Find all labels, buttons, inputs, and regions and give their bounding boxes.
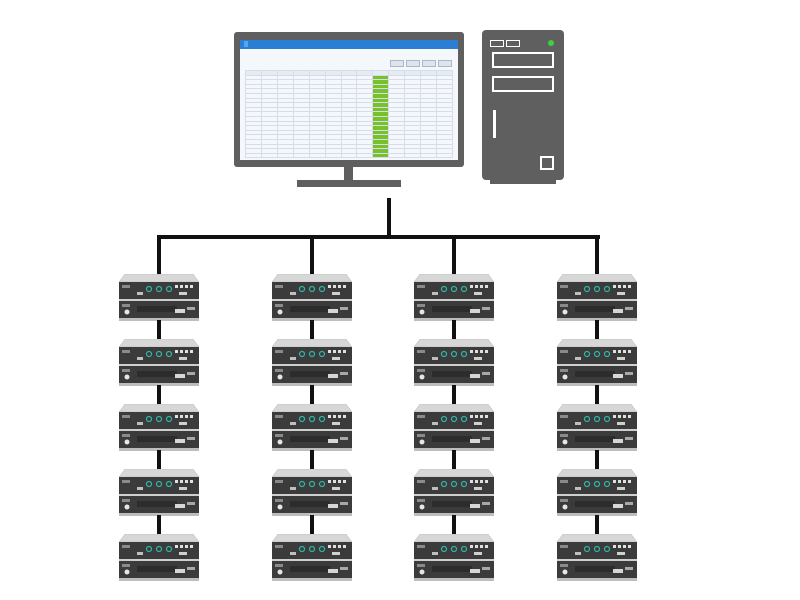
app-tab[interactable] [262, 41, 266, 47]
daisy-chain-wire [310, 450, 314, 471]
pc-tower-icon [482, 30, 564, 180]
daisy-chain-wire [452, 385, 456, 406]
daisy-chain-wire [310, 320, 314, 341]
table-row[interactable] [245, 138, 453, 145]
table-cell [420, 152, 438, 159]
kvm-extender-stack-icon [118, 533, 200, 582]
device-table [245, 70, 453, 159]
column-drop-wire [595, 236, 599, 276]
column-drop-wire [452, 236, 456, 276]
daisy-chain-wire [595, 385, 599, 406]
app-button[interactable] [422, 60, 436, 67]
tower-vent [493, 110, 496, 138]
table-row[interactable] [245, 152, 453, 159]
trunk-wire [387, 198, 391, 238]
daisy-chain-wire [157, 450, 161, 471]
tower-foot [490, 180, 556, 184]
monitor-icon [234, 32, 464, 167]
kvm-extender-stack-icon [556, 273, 638, 322]
table-cell [324, 152, 342, 159]
table-cell [388, 152, 406, 159]
app-button[interactable] [406, 60, 420, 67]
app-tab[interactable] [316, 41, 320, 47]
table-cell [308, 152, 326, 159]
table-row[interactable] [245, 74, 453, 81]
kvm-extender-stack-icon [271, 338, 353, 387]
table-cell [340, 152, 358, 159]
kvm-extender-stack-icon [118, 338, 200, 387]
table-cell [276, 152, 294, 159]
kvm-extender-stack-icon [556, 533, 638, 582]
tower-bay [492, 52, 554, 68]
kvm-extender-stack-icon [413, 338, 495, 387]
kvm-extender-stack-icon [271, 468, 353, 517]
daisy-chain-wire [157, 515, 161, 536]
table-row[interactable] [245, 111, 453, 117]
table-cell [260, 152, 278, 159]
daisy-chain-wire [452, 450, 456, 471]
daisy-chain-wire [595, 320, 599, 341]
tower-bay [492, 76, 554, 92]
table-cell [292, 152, 310, 159]
kvm-extender-stack-icon [413, 533, 495, 582]
daisy-chain-wire [452, 515, 456, 536]
kvm-extender-stack-icon [413, 403, 495, 452]
table-cell [356, 152, 374, 159]
power-led-icon [548, 40, 554, 46]
column-drop-wire [157, 236, 161, 276]
table-cell [372, 152, 390, 159]
app-tab[interactable] [280, 41, 284, 47]
app-tab[interactable] [298, 41, 302, 47]
app-tab[interactable] [244, 41, 248, 47]
bus-wire [157, 235, 600, 239]
daisy-chain-wire [310, 385, 314, 406]
app-button[interactable] [438, 60, 452, 67]
app-button[interactable] [390, 60, 404, 67]
kvm-extender-stack-icon [118, 468, 200, 517]
daisy-chain-wire [157, 385, 161, 406]
app-menu-bar [240, 40, 458, 49]
kvm-extender-stack-icon [413, 273, 495, 322]
monitor-stand [344, 167, 353, 181]
kvm-extender-stack-icon [118, 403, 200, 452]
management-software-screen [240, 40, 458, 160]
kvm-extender-stack-icon [271, 273, 353, 322]
daisy-chain-wire [157, 320, 161, 341]
kvm-extender-stack-icon [556, 403, 638, 452]
table-cell [404, 152, 422, 159]
kvm-extender-stack-icon [118, 273, 200, 322]
daisy-chain-wire [595, 450, 599, 471]
daisy-chain-wire [452, 320, 456, 341]
kvm-extender-stack-icon [556, 468, 638, 517]
kvm-extender-stack-icon [271, 533, 353, 582]
column-drop-wire [310, 236, 314, 276]
kvm-extender-stack-icon [413, 468, 495, 517]
table-row[interactable] [245, 115, 453, 122]
daisy-chain-wire [310, 515, 314, 536]
power-button-icon [540, 156, 554, 170]
table-cell [245, 152, 262, 159]
table-cell [436, 152, 453, 159]
monitor-base [297, 180, 401, 187]
table-row[interactable] [245, 143, 453, 150]
table-row[interactable] [245, 134, 453, 140]
kvm-extender-stack-icon [271, 403, 353, 452]
kvm-extender-stack-icon [556, 338, 638, 387]
daisy-chain-wire [595, 515, 599, 536]
table-row[interactable] [245, 83, 453, 90]
tower-drive-slot [490, 40, 504, 47]
tower-drive-slot [506, 40, 520, 47]
